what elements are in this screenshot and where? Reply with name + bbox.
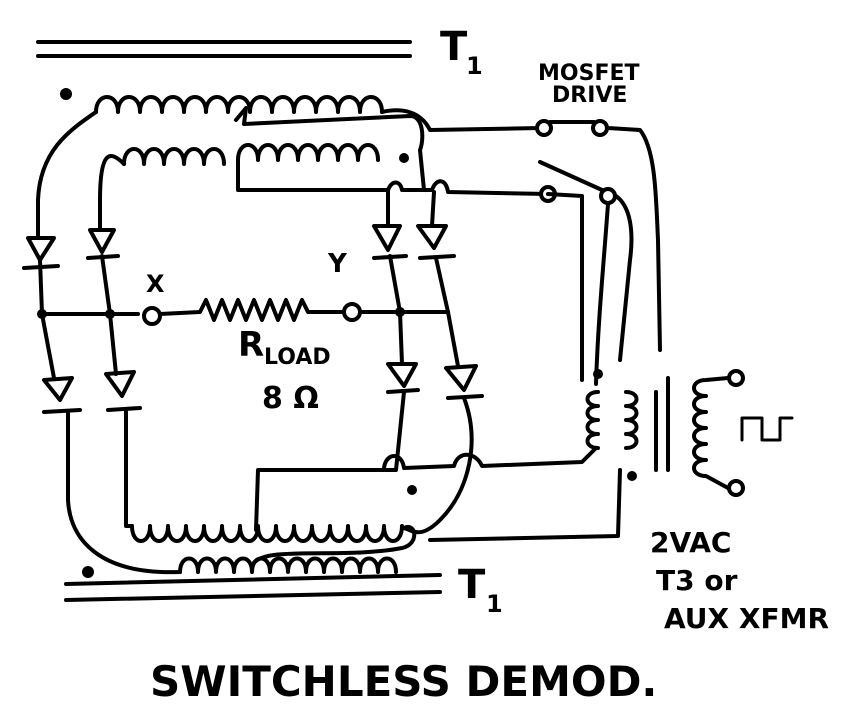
diode-right-2 xyxy=(416,190,456,314)
top-winding-outer xyxy=(94,95,384,114)
coupling-winding-right xyxy=(624,390,639,450)
top-winding-inner-right xyxy=(236,143,380,162)
polarity-dot-bottom-mid xyxy=(407,485,417,495)
load-resistor xyxy=(158,298,346,322)
wire-top-inner-to-bridge xyxy=(236,158,390,192)
square-wave-symbol xyxy=(740,416,794,442)
rload-sub: LOAD xyxy=(264,345,331,370)
wire-top-outer-tap xyxy=(234,106,426,192)
node-x-label: X xyxy=(146,270,165,298)
diode-right-3 xyxy=(386,310,420,394)
wire-left-bottom-outer xyxy=(66,410,182,575)
diode-left-2 xyxy=(86,228,120,316)
bottom-winding-outer xyxy=(178,556,398,574)
polarity-dot-aux xyxy=(627,471,637,481)
wire-bridge-top-cross xyxy=(386,179,550,196)
aux-label-1: 2VAC xyxy=(650,526,731,559)
rload-value: 8 Ω xyxy=(262,381,319,416)
wire-bottom-return xyxy=(428,468,622,542)
wire-mosfet-left xyxy=(546,192,584,382)
wire-bottom-bridge-left xyxy=(254,390,406,532)
top-winding-inner-left xyxy=(122,147,226,166)
top-transformer-core xyxy=(36,40,412,58)
terminal-y xyxy=(342,302,362,322)
aux-label-2: T3 or xyxy=(656,564,738,597)
aux-terminal-bottom xyxy=(727,479,745,497)
wire-top-outer-right xyxy=(380,108,542,132)
top-transformer-sub: 1 xyxy=(466,52,483,80)
coupling-winding-left xyxy=(585,390,600,450)
rload-label: R xyxy=(238,325,264,365)
diode-left-3 xyxy=(40,312,82,414)
polarity-dot-bottom-left xyxy=(82,566,94,578)
mosfet-label-2: DRIVE xyxy=(552,83,627,108)
wire-bottom-outer-right xyxy=(250,525,417,568)
wire-bottom-cross xyxy=(382,446,598,470)
bottom-transformer-core xyxy=(64,573,442,602)
diode-right-1 xyxy=(372,188,408,314)
polarity-dot-top-mid xyxy=(399,153,409,163)
aux-terminal-top xyxy=(727,369,745,387)
diode-right-4 xyxy=(444,310,484,400)
top-transformer-label: T xyxy=(440,24,468,70)
wire-left-inner xyxy=(98,154,126,230)
wire-mosfet-right-bottom xyxy=(614,194,634,362)
bottom-winding-inner xyxy=(130,524,404,543)
switch-blade xyxy=(538,160,604,192)
diode-left-1 xyxy=(22,236,60,316)
wire-left-bottom-inner xyxy=(124,408,134,528)
aux-winding xyxy=(692,376,730,490)
terminal-x xyxy=(142,306,162,326)
diagram-caption: SWITCHLESS DEMOD. xyxy=(150,657,657,706)
bottom-transformer-sub: 1 xyxy=(486,590,503,618)
wire-left-outer xyxy=(36,110,98,238)
polarity-dot-top-left xyxy=(60,88,72,100)
wire-mosfet-right-top xyxy=(606,126,662,352)
bottom-transformer-label: T xyxy=(458,562,486,608)
wire-mosfet-mid xyxy=(594,202,610,386)
aux-label-3: AUX XFMR xyxy=(664,602,829,635)
switch-contact-1[interactable] xyxy=(535,119,553,137)
node-y-label: Y xyxy=(327,249,348,279)
diode-left-4 xyxy=(104,312,142,412)
mosfet-label-1: MOSFET xyxy=(538,61,640,86)
